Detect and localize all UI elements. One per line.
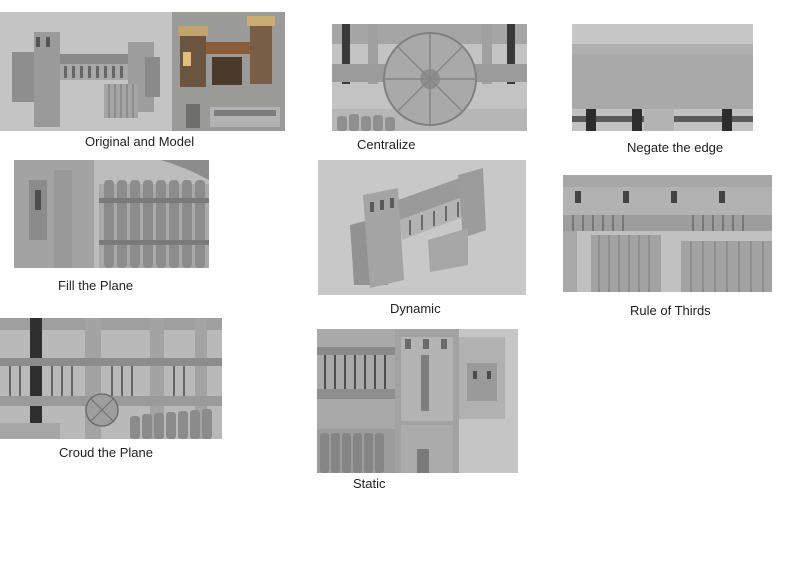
caption-original-and-model: Original and Model (85, 134, 195, 149)
panel-negate-edge (572, 24, 753, 131)
caption-dynamic: Dynamic (390, 301, 441, 316)
caption-negate-the-edge: Negate the edge (627, 140, 724, 155)
shield-closeup-render (332, 24, 527, 131)
caption-rule-of-thirds: Rule of Thirds (630, 303, 711, 318)
panel-fill-plane (14, 160, 209, 268)
panel-dynamic (318, 160, 526, 295)
gatehouse-angle-render (318, 160, 526, 295)
panel-centralize (332, 24, 527, 131)
panel-rule-of-thirds (563, 175, 772, 292)
beam-closeup-render (572, 24, 753, 131)
panel-crowd-plane (0, 318, 222, 439)
caption-croud-the-plane: Croud the Plane (59, 445, 153, 460)
bridge-thirds-render (563, 175, 772, 292)
caption-centralize: Centralize (357, 137, 416, 152)
panel-original-model (0, 12, 285, 131)
caption-fill-the-plane: Fill the Plane (58, 278, 134, 293)
gate-fill-render (14, 160, 209, 268)
bridge-crowded-render (0, 318, 222, 439)
tower-frontal-render (317, 329, 518, 473)
gatehouse-model-render (0, 12, 285, 131)
panel-static (317, 329, 518, 473)
caption-static: Static (353, 476, 386, 491)
